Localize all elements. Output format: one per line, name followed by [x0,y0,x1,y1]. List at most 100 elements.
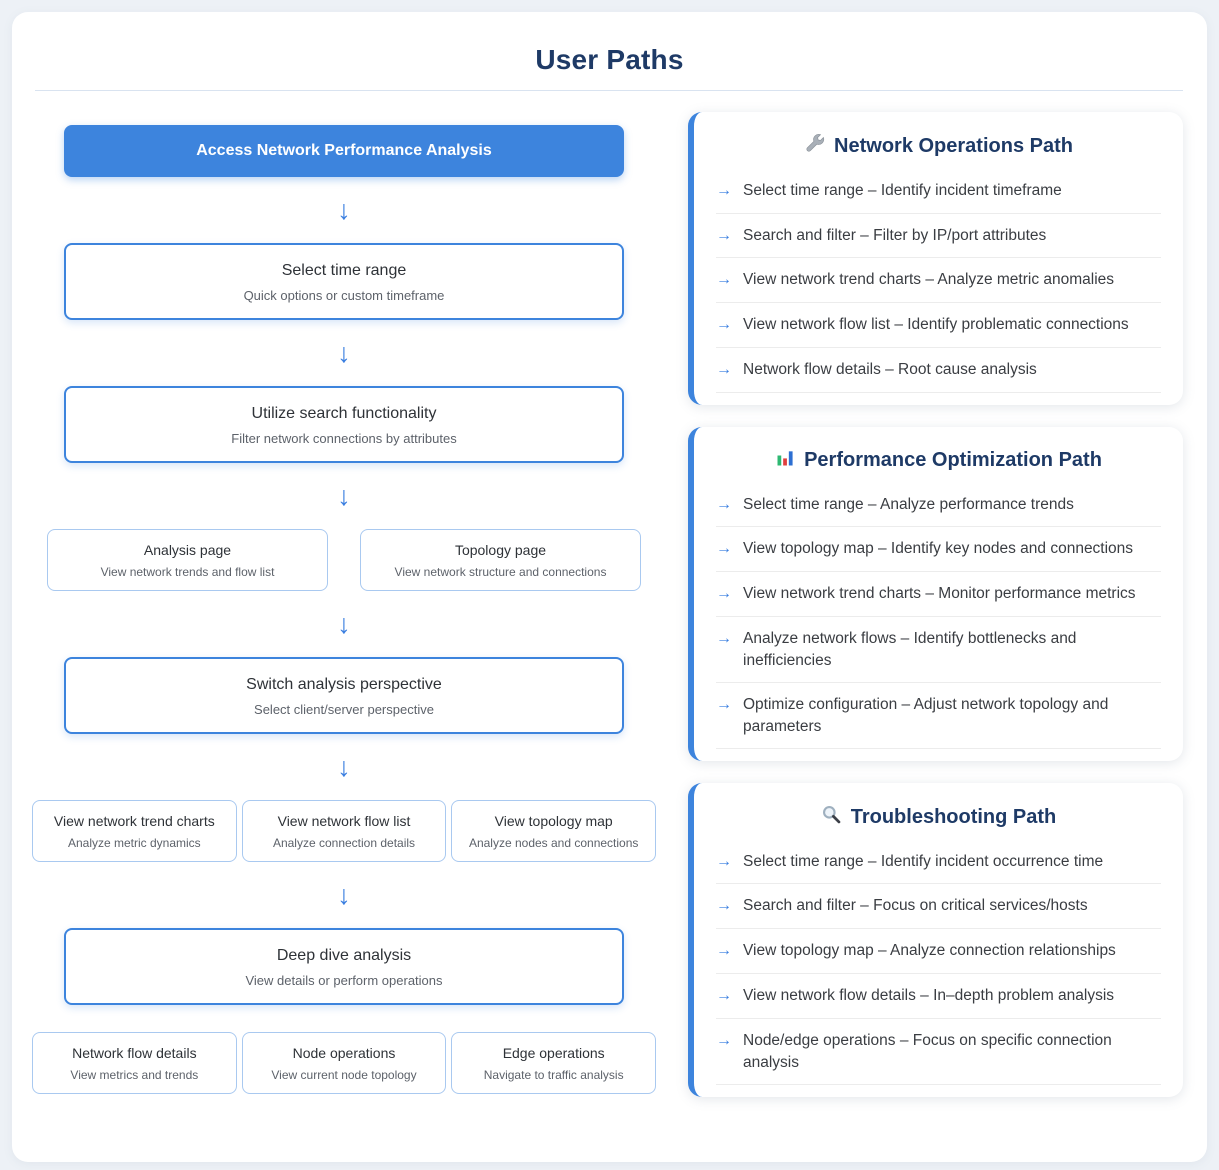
flow-branch-pages: Analysis page View network trends and fl… [47,529,641,591]
flow-node-title: Deep dive analysis [276,947,412,964]
path-step: → Network flow details – Root cause anal… [716,348,1161,393]
path-step-text: Network flow details – Root cause analys… [743,360,1037,378]
flow-node-entry: Access Network Performance Analysis [64,125,624,177]
flow-node-title: Analysis page [143,542,232,558]
flow-node-search: Utilize search functionality Filter netw… [64,386,624,463]
flow-node-title: Node operations [292,1045,396,1061]
arrow-right-icon: → [716,1031,732,1049]
flow-node-subtitle: Analyze metric dynamics [67,836,201,850]
title-divider [35,90,1183,91]
flow-node-switch-perspective: Switch analysis perspective Select clien… [64,657,624,734]
path-step: → Search and filter – Filter by IP/port … [716,214,1161,259]
card-title-row: Network Operations Path [716,133,1161,160]
path-step: → Analyze network flows – Identify bottl… [716,617,1161,683]
flow-node-title: Edge operations [502,1045,605,1061]
path-step-text: Search and filter – Filter by IP/port at… [743,226,1047,244]
flow-node-flow-details: Network flow details View metrics and tr… [32,1032,237,1094]
flow-node-title: Topology page [454,542,547,558]
card-title-row: Troubleshooting Path [716,804,1161,831]
path-step-text: View network flow details – In–depth pro… [743,986,1115,1004]
card-performance-optimization-path: Performance Optimization Path → Select t… [688,426,1183,761]
content-area: Access Network Performance Analysis ↓ Se… [12,91,1207,1119]
flow-node-subtitle: Navigate to traffic analysis [483,1068,624,1082]
flow-node-subtitle: Select client/server perspective [254,702,434,717]
card-network-operations-path: Network Operations Path → Select time ra… [688,112,1183,405]
arrow-right-icon: → [716,271,732,289]
path-step-text: Node/edge operations – Focus on specific… [743,1031,1112,1071]
arrow-right-icon: → [716,495,732,513]
flow-node-title: View topology map [494,813,613,829]
down-arrow-icon: ↓ [337,608,351,639]
flow-node-edge-operations: Edge operations Navigate to traffic anal… [451,1032,657,1094]
page-title: User Paths [535,44,684,75]
arrow-right-icon: → [716,897,732,915]
arrow-right-icon: → [716,540,732,558]
path-step: → Optimize configuration – Adjust networ… [716,683,1161,749]
flow-node-subtitle: View details or perform operations [245,973,443,988]
flow-node-topology-page: Topology page View network structure and… [360,529,641,591]
path-step: → View network flow details – In–depth p… [716,974,1161,1019]
flow-node-subtitle: View network trends and flow list [100,565,275,579]
path-step: → View network trend charts – Analyze me… [716,258,1161,304]
path-step: → Select time range – Analyze performanc… [716,483,1161,528]
path-cards-column: Network Operations Path → Select time ra… [688,91,1183,1119]
flow-node-title: Network flow details [72,1045,197,1061]
flow-branch-operations: Network flow details View metrics and tr… [32,1032,657,1094]
wrench-icon [804,133,825,160]
flow-node-select-time-range: Select time range Quick options or custo… [64,243,624,320]
arrow-right-icon: → [716,629,732,647]
flow-node-flow-list: View network flow list Analyze connectio… [241,800,447,862]
path-step: → Node/edge operations – Focus on specif… [716,1019,1161,1085]
path-step-text: Select time range – Analyze performance … [743,495,1074,513]
magnifier-icon [821,804,842,831]
flow-node-title: Select time range [281,262,407,279]
flow-branch-views: View network trend charts Analyze metric… [32,800,657,862]
arrow-right-icon: → [716,695,732,713]
down-arrow-icon: ↓ [337,337,351,368]
path-step-text: Select time range – Identify incident ti… [743,182,1062,199]
flow-node-subtitle: Filter network connections by attributes [231,431,457,446]
path-step: → View network flow list – Identify prob… [716,303,1161,348]
path-step: → View topology map – Analyze connection… [716,929,1161,974]
path-step: → Select time range – Identify incident … [716,840,1161,885]
flow-node-title: Utilize search functionality [251,405,437,422]
arrow-right-icon: → [716,986,732,1004]
bar-chart-icon [775,448,795,474]
path-step-text: View topology map – Analyze connection r… [743,942,1116,960]
flow-node-analysis-page: Analysis page View network trends and fl… [47,529,328,591]
arrow-right-icon: → [716,182,732,199]
card-title: Performance Optimization Path [804,449,1102,472]
arrow-right-icon: → [716,852,732,870]
path-step: → Select time range – Identify incident … [716,169,1161,214]
path-step-text: Optimize configuration – Adjust network … [743,695,1109,735]
flow-node-title: Switch analysis perspective [246,676,442,693]
flow-node-subtitle: View metrics and trends [70,1068,199,1082]
flow-node-subtitle: Quick options or custom timeframe [243,288,445,303]
flow-node-subtitle: Analyze connection details [272,836,416,850]
flow-node-node-operations: Node operations View current node topolo… [241,1032,447,1094]
arrow-right-icon: → [716,942,732,960]
flow-node-trend-charts: View network trend charts Analyze metric… [32,800,237,862]
path-step: → View topology map – Identify key nodes… [716,527,1161,573]
path-step-text: Analyze network flows – Identify bottlen… [743,629,1077,669]
arrow-right-icon: → [716,316,732,334]
flow-node-subtitle: View current node topology [271,1068,417,1082]
path-step: → Search and filter – Focus on critical … [716,884,1161,930]
down-arrow-icon: ↓ [337,480,351,511]
flow-node-title: View network trend charts [53,813,215,829]
path-step: → View network trend charts – Monitor pe… [716,572,1161,617]
flow-node-title: View network flow list [277,813,411,829]
card-title: Network Operations Path [834,135,1073,157]
path-step-text: View topology map – Identify key nodes a… [743,540,1134,558]
arrow-right-icon: → [716,585,732,603]
card-title-row: Performance Optimization Path [716,448,1161,474]
flow-node-subtitle: Analyze nodes and connections [468,836,639,850]
main-container: User Paths Access Network Performance An… [12,12,1207,1162]
down-arrow-icon: ↓ [337,194,351,225]
path-step-text: View network flow list – Identify proble… [743,316,1129,334]
flowchart-column: Access Network Performance Analysis ↓ Se… [32,91,657,1119]
flow-node-subtitle: View network structure and connections [394,565,607,579]
flow-node-topology-map: View topology map Analyze nodes and conn… [451,800,657,862]
path-step-text: Select time range – Identify incident oc… [743,852,1104,870]
flow-node-deep-dive: Deep dive analysis View details or perfo… [64,928,624,1005]
